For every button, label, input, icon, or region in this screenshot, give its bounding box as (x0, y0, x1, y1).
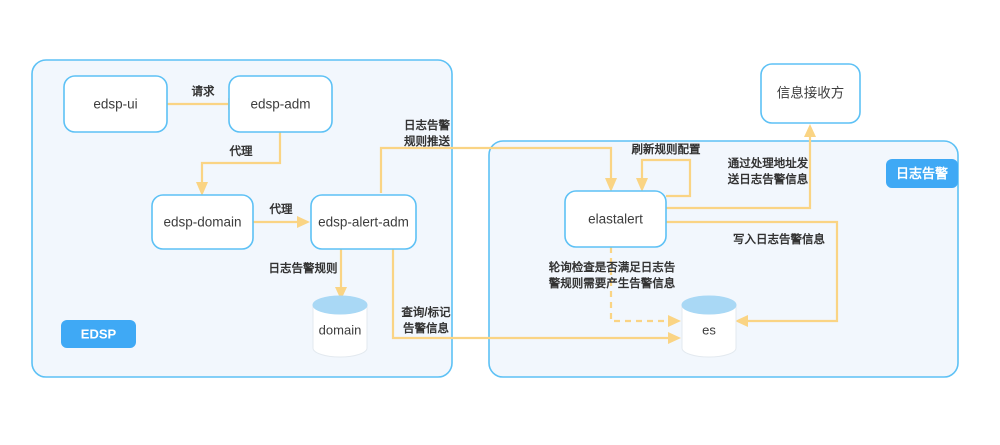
edge-polling-label-line2: 警规则需要产生告警信息 (548, 276, 676, 290)
node-edsp-alert-adm[interactable]: edsp-alert-adm (310, 194, 417, 250)
edge-write-alert-label: 写入日志告警信息 (733, 232, 825, 246)
datastore-es-top (681, 295, 737, 315)
badge-log-alert-label: 日志告警 (896, 166, 948, 181)
node-elastalert-box[interactable] (564, 190, 667, 248)
edge-proxy1-line (200, 131, 282, 182)
node-edsp-ui-box[interactable] (63, 75, 168, 133)
edge-write-alert-line (666, 220, 839, 323)
node-edsp-adm[interactable]: edsp-adm (228, 75, 333, 133)
datastore-es[interactable]: es (681, 295, 737, 358)
node-elastalert-label: elastalert (588, 212, 643, 227)
datastore-domain-top (312, 295, 368, 315)
edge-proxy2-arrowhead (297, 216, 310, 228)
edge-refresh-config-label: 刷新规则配置 (632, 142, 701, 156)
node-receiver-label: 信息接收方 (777, 85, 845, 101)
edge-rule-push-arrowhead (605, 178, 617, 192)
node-edsp-alert-adm-box[interactable] (310, 194, 417, 250)
edge-alert-rule-arrowhead (335, 287, 347, 300)
edge-polling-label-line1: 轮询检查是否满足日志告 (549, 260, 676, 274)
edge-alert-rule-label: 日志告警规则 (269, 261, 338, 275)
badge-edsp: EDSP (61, 320, 136, 348)
node-edsp-adm-box[interactable] (228, 75, 333, 133)
edge-polling-line (609, 247, 668, 323)
edge-proxy2-label: 代理 (269, 202, 293, 216)
node-edsp-domain-box[interactable] (151, 194, 254, 250)
edge-send-receiver-label-line2: 送日志告警信息 (727, 172, 809, 186)
badge-edsp-label: EDSP (81, 326, 117, 341)
edge-write-alert-arrowhead (735, 315, 748, 327)
edge-refresh-config-line (640, 158, 692, 198)
node-receiver[interactable]: 信息接收方 (760, 63, 861, 124)
datastore-domain-label: domain (319, 322, 362, 337)
datastore-es-label: es (702, 322, 716, 337)
edge-send-receiver-label-line1: 通过处理地址发 (728, 156, 809, 170)
datastore-domain[interactable]: domain (312, 295, 368, 358)
edge-rule-push-line (379, 146, 613, 193)
node-edsp-domain[interactable]: edsp-domain (151, 194, 254, 250)
node-elastalert[interactable]: elastalert (564, 190, 667, 248)
node-edsp-ui[interactable]: edsp-ui (63, 75, 168, 133)
badge-log-alert: 日志告警 (886, 159, 958, 188)
badge-edsp-rect (61, 320, 136, 348)
edge-query-mark-label-line2: 告警信息 (403, 321, 449, 335)
edge-send-receiver-arrowhead (804, 124, 816, 137)
node-edsp-alert-adm-label: edsp-alert-adm (318, 215, 409, 230)
edge-rule-push-label-line1: 日志告警 (404, 118, 450, 132)
node-edsp-ui-label: edsp-ui (93, 97, 137, 112)
edge-refresh-config-arrowhead (636, 178, 648, 192)
datastore-es-body[interactable] (681, 304, 737, 358)
badge-log-alert-rect (886, 159, 958, 188)
edge-rule-push-label-line2: 规则推送 (404, 134, 450, 148)
edge-proxy1-label: 代理 (229, 144, 253, 158)
edge-query-mark-label-line1: 查询/标记 (400, 305, 451, 319)
node-edsp-adm-label: edsp-adm (250, 97, 310, 112)
node-receiver-box[interactable] (760, 63, 861, 124)
datastore-domain-body[interactable] (312, 304, 368, 358)
edge-query-mark-arrowhead (668, 332, 681, 344)
edge-query-mark-line (391, 247, 668, 340)
edge-polling-arrowhead (668, 315, 681, 327)
edge-proxy1-arrowhead (196, 182, 208, 196)
edge-send-receiver-line (666, 137, 812, 210)
edge-request-label: 请求 (192, 84, 215, 98)
node-edsp-domain-label: edsp-domain (163, 215, 241, 230)
